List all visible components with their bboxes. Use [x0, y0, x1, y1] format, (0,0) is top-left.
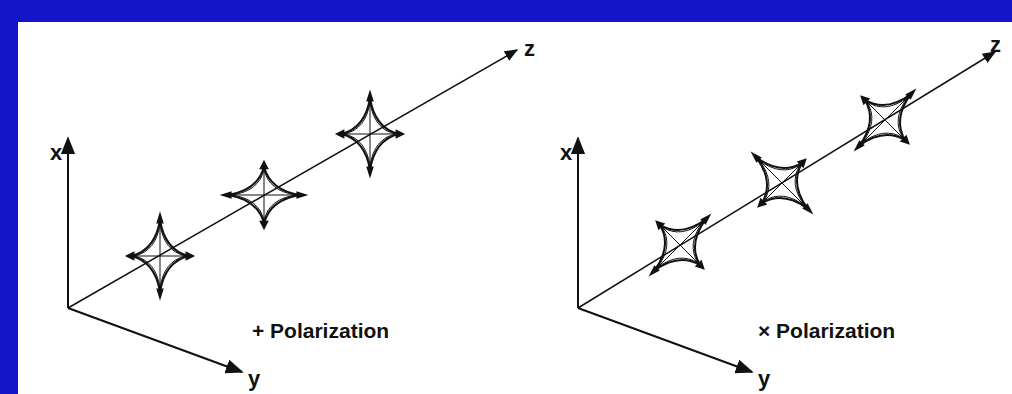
- axis-label: z: [524, 38, 535, 60]
- axis-label: x: [50, 142, 62, 164]
- axis-label: y: [248, 368, 260, 390]
- axis-label: x: [560, 142, 572, 164]
- axis-label: z: [990, 34, 1001, 56]
- axis-label: y: [758, 368, 770, 390]
- polarization-label: × Polarization: [758, 320, 895, 341]
- polarization-label: + Polarization: [252, 320, 389, 341]
